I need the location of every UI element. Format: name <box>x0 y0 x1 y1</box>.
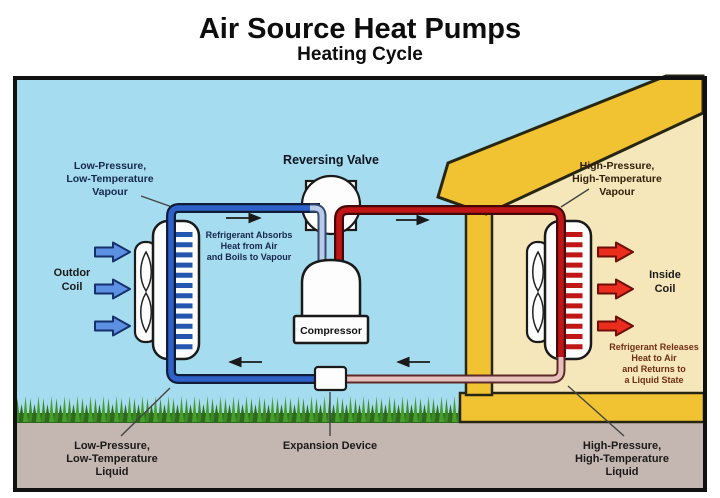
inside-airflow-arrows <box>597 241 634 337</box>
high-pressure-liquid-pipe <box>344 352 566 384</box>
leader-high-pressure-vapour <box>560 188 590 208</box>
absorbs-note: Refrigerant Absorbs <box>206 230 293 240</box>
ground <box>15 422 705 490</box>
outdoor-coil-label: Coil <box>62 281 83 293</box>
inside-coil-unit <box>543 219 593 361</box>
inside-coil-label: Coil <box>655 283 676 295</box>
high-pressure-vapour-label: High-Temperature <box>572 173 662 185</box>
page-subtitle: Heating Cycle <box>297 44 423 65</box>
leader-low-pressure-vapour <box>140 195 173 208</box>
releases-note: a Liquid State <box>624 375 683 385</box>
low-pressure-vapour-label: Vapour <box>92 186 128 198</box>
low-pressure-liquid-label: Liquid <box>96 466 129 478</box>
fan-blades-icon <box>532 250 544 334</box>
suction-pipe <box>310 203 327 264</box>
outdoor-airflow-arrows <box>94 241 131 337</box>
outdoor-coil-label: Outdor <box>54 267 91 279</box>
low-pressure-vapour-label: Low-Pressure, <box>74 160 146 172</box>
compressor: Compressor <box>292 258 370 345</box>
page-title: Air Source Heat Pumps <box>199 13 521 45</box>
outdoor-fan <box>133 240 159 344</box>
inside-coil-label: Inside <box>649 269 681 281</box>
grass <box>15 395 464 423</box>
low-pressure-liquid-label: Low-Temperature <box>66 453 157 465</box>
compressor-base <box>292 314 370 345</box>
flow-direction-arrows <box>226 212 430 368</box>
refrigerant-pipes <box>166 203 566 384</box>
low-pressure-liquid-label: Low-Pressure, <box>74 440 150 452</box>
releases-note: Heat to Air <box>631 353 677 363</box>
cold-air-arrow-icon <box>94 241 131 263</box>
leader-lines <box>120 188 625 437</box>
cold-air-arrow-icon <box>94 315 131 337</box>
house-wall <box>464 201 494 397</box>
low-pressure-vapour-label: Low-Temperature <box>66 173 153 185</box>
warm-air-arrow-icon <box>597 241 634 263</box>
warm-air-arrow-icon <box>597 278 634 300</box>
high-pressure-vapour-label: High-Pressure, <box>580 160 655 172</box>
compressor-label: Compressor <box>300 325 362 337</box>
high-pressure-liquid-label: High-Pressure, <box>583 440 661 452</box>
leader-high-pressure-liquid <box>567 385 625 437</box>
expansion-device-label: Expansion Device <box>283 440 377 452</box>
warm-air-arrow-icon <box>597 315 634 337</box>
expansion-device <box>313 365 348 392</box>
low-pressure-pipe <box>166 203 320 384</box>
high-pressure-liquid-label: High-Temperature <box>575 453 669 465</box>
high-pressure-vapour-label: Vapour <box>599 186 635 198</box>
high-pressure-liquid-label: Liquid <box>606 466 639 478</box>
releases-note: Refrigerant Releases <box>609 342 699 352</box>
absorbs-note: and Boils to Vapour <box>207 252 292 262</box>
diagram-labels: Low-Pressure, Low-Temperature Vapour Rev… <box>54 153 699 478</box>
cold-air-arrow-icon <box>94 278 131 300</box>
reversing-valve-label: Reversing Valve <box>283 153 379 167</box>
high-pressure-vapour-pipe <box>334 205 566 357</box>
diagram-border <box>13 76 707 492</box>
fan-blades-icon <box>140 250 152 334</box>
absorbs-note: Heat from Air <box>221 241 278 251</box>
inside-fan <box>525 240 551 344</box>
releases-note: and Returns to <box>622 364 686 374</box>
leader-low-pressure-liquid <box>120 387 171 437</box>
house-foundation <box>458 391 706 424</box>
compressor-dome <box>300 258 362 320</box>
